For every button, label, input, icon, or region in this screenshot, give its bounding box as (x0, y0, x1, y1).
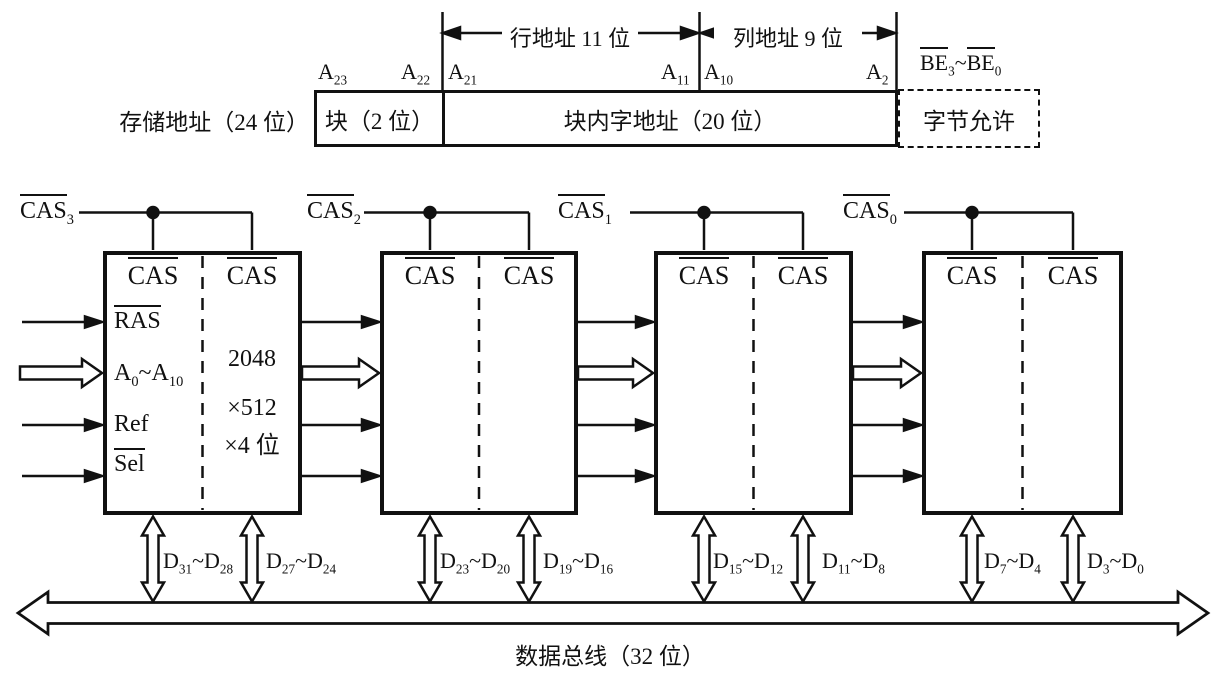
data-group-d3-d0: D3~D0 (1087, 548, 1144, 577)
chip4-cas-pin-right: CAS (1023, 257, 1123, 291)
bit-label-a11: A11 (661, 59, 690, 88)
chip3-cas-pin-left: CAS (654, 257, 754, 291)
interchip-arrows-3-4 (851, 314, 926, 484)
field-boundary-lines (441, 12, 898, 90)
data-group-d31-d28: D31~D28 (163, 548, 234, 577)
data-bus-arrow (15, 589, 1211, 637)
bit-label-a23: A23 (318, 59, 348, 88)
byte-enable-signal-label: BE3~BE0 (920, 47, 1001, 77)
block-field-cell: 块（2 位） (317, 93, 445, 144)
sel-pin-label: Sel (114, 448, 145, 478)
ras-pin-label: RAS (114, 305, 161, 335)
byte-enable-box: 字节允许 (898, 89, 1040, 148)
data-group-d23-d20: D23~D20 (440, 548, 511, 577)
memory-chip-4 (922, 251, 1123, 515)
memory-chip-2 (380, 251, 578, 515)
capacity-line-2: ×512 (227, 395, 277, 421)
bit-label-a10: A10 (704, 59, 734, 88)
cas0-signal-label: CAS0 (843, 194, 897, 227)
chip1-cas-pin-right: CAS (202, 257, 302, 291)
memory-chip-3 (654, 251, 853, 515)
data-bus-label: 数据总线（32 位） (515, 644, 705, 669)
word-field-label: 块内字地址（20 位） (563, 108, 777, 134)
chip1-cas-pin-left: CAS (103, 257, 203, 291)
memory-address-label: 存储地址（24 位） (119, 110, 309, 135)
data-arrows (139, 514, 1087, 604)
chip-half-dividers (201, 256, 1024, 510)
row-address-span-label: 行地址 11 位 (502, 21, 638, 53)
chip2-cas-pin-right: CAS (479, 257, 579, 291)
interchip-arrows-2-3 (576, 314, 658, 484)
capacity-line-3: ×4 位 (224, 433, 280, 459)
chip3-cas-pin-right: CAS (753, 257, 853, 291)
input-arrow-address-bus (18, 356, 105, 390)
input-arrow-ref (22, 417, 107, 433)
data-group-d7-d4: D7~D4 (984, 548, 1041, 577)
word-field-cell: 块内字地址（20 位） (445, 93, 895, 144)
data-group-d19-d16: D19~D16 (543, 548, 614, 577)
cas2-signal-label: CAS2 (307, 194, 361, 227)
data-group-d11-d8: D11~D8 (822, 548, 885, 577)
bit-label-a2: A2 (866, 59, 889, 88)
memory-chip-1 (103, 251, 302, 515)
input-arrow-sel (22, 468, 107, 484)
bit-label-a22: A22 (401, 59, 431, 88)
chip4-cas-pin-left: CAS (922, 257, 1022, 291)
input-arrow-ras (22, 314, 107, 330)
cas3-net (79, 205, 254, 250)
capacity-line-1: 2048 (228, 346, 276, 372)
ref-pin-label: Ref (114, 411, 149, 437)
bit-label-a21: A21 (448, 59, 478, 88)
address-pin-label: A0~A10 (114, 360, 184, 390)
cas1-signal-label: CAS1 (558, 194, 612, 227)
interchip-arrows-1-2 (300, 314, 384, 484)
block-field-label: 块（2 位） (324, 108, 435, 134)
cas1-net (630, 205, 805, 250)
col-address-span-label: 列地址 9 位 (714, 21, 862, 53)
byte-enable-label: 字节允许 (923, 108, 1015, 134)
data-group-d15-d12: D15~D12 (713, 548, 784, 577)
address-format-box: 块（2 位） 块内字地址（20 位） (314, 90, 898, 147)
cas3-signal-label: CAS3 (20, 194, 74, 227)
data-group-d27-d24: D27~D24 (266, 548, 337, 577)
cas2-net (364, 205, 531, 250)
cas0-net (904, 205, 1075, 250)
chip2-cas-pin-left: CAS (380, 257, 480, 291)
